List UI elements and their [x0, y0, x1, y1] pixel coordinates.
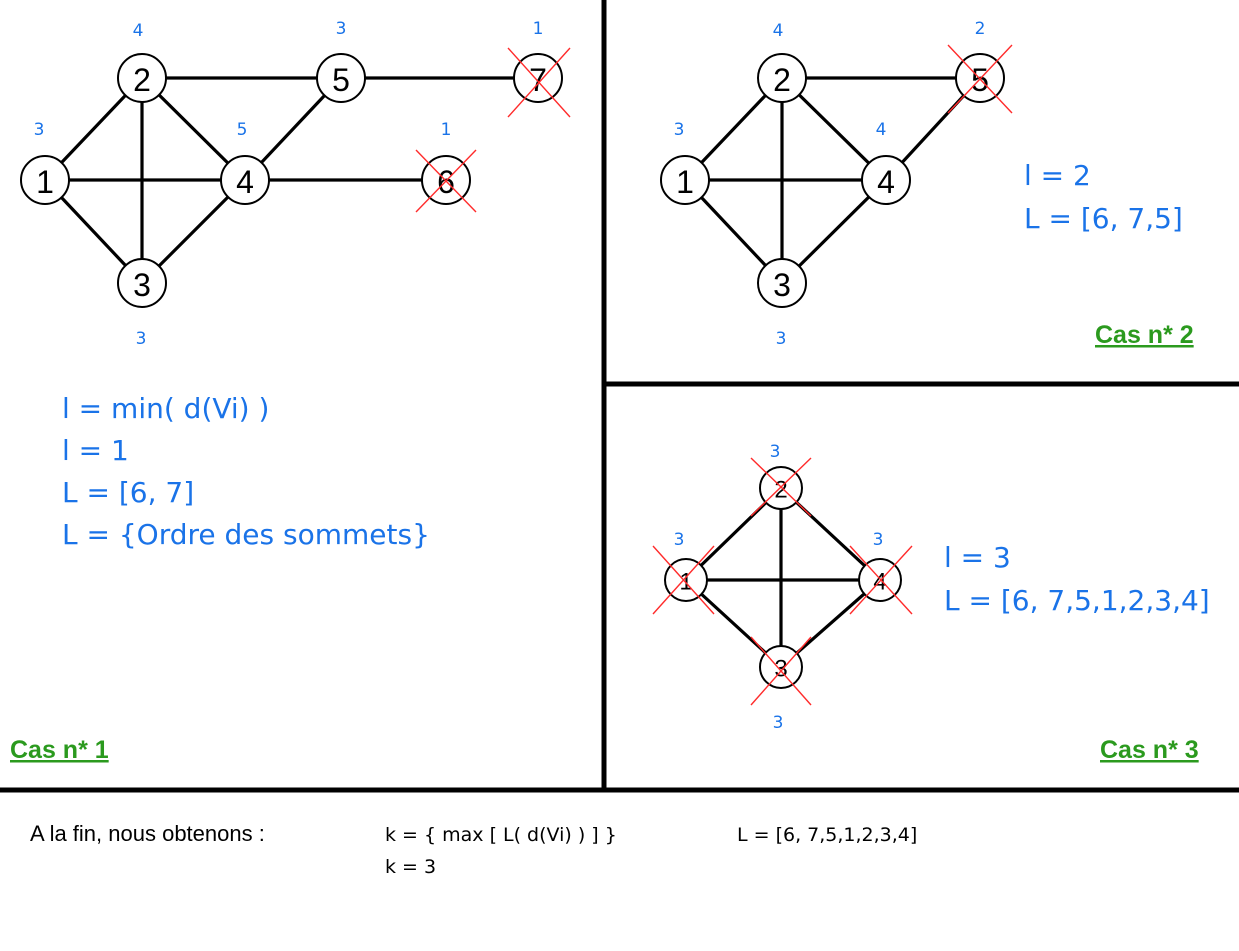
- degree-node-5: 3: [336, 19, 347, 39]
- node-4-label: 4: [236, 164, 254, 200]
- p3-node-3-label: 3: [774, 656, 787, 683]
- case-1-label: Cas n* 1: [10, 736, 109, 764]
- p2-node-4: 4: [861, 155, 911, 205]
- p3-cross-node-2: [750, 457, 812, 517]
- degree-node-4: 5: [237, 120, 248, 140]
- p2-node-2-label: 2: [773, 62, 791, 98]
- node-5-label: 5: [332, 62, 350, 98]
- panel-2-line-2: L = [6, 7,5]: [1024, 202, 1183, 235]
- p2-node-4-label: 4: [877, 164, 895, 200]
- panel-1-line-4: L = {Ordre des sommets}: [62, 518, 430, 551]
- node-1: 1: [20, 155, 70, 205]
- degree-node-3: 3: [136, 329, 147, 349]
- node-3: 3: [117, 258, 167, 308]
- footer-k-formula: k = { max [ L( d(Vi) ) ] }: [385, 824, 617, 846]
- p2-node-3-label: 3: [773, 267, 791, 303]
- degree-node-6: 1: [441, 120, 452, 140]
- p2-cross-node-5: [947, 44, 1013, 114]
- panel-3-annotations: l = 3 L = [6, 7,5,1,2,3,4]: [944, 541, 1210, 617]
- panel-2-graph: 1 2 3 4 5 4 2 3 4 3: [660, 19, 1013, 349]
- panel-1-graph: 1 2 3 4 5 6 7 4 3 1 3 5 1 3: [20, 19, 571, 349]
- panel-1-annotations: l = min( d(Vi) ) l = 1 L = [6, 7] L = {O…: [62, 392, 430, 551]
- p2-degree-node-2: 4: [773, 21, 784, 41]
- panel-1-line-3: L = [6, 7]: [62, 476, 194, 509]
- p3-degree-node-2: 3: [770, 442, 781, 462]
- node-2-label: 2: [133, 62, 151, 98]
- panel-2-line-1: l = 2: [1024, 159, 1091, 192]
- p3-node-3: 3: [759, 645, 803, 689]
- p2-node-2: 2: [757, 53, 807, 103]
- p2-degree-node-1: 3: [674, 120, 685, 140]
- footer: A la fin, nous obtenons : k = { max [ L(…: [30, 821, 917, 878]
- panel-3-graph: 1 2 3 4 3 3 3 3: [652, 442, 913, 733]
- p3-node-1: 1: [664, 558, 708, 602]
- degree-node-7: 1: [533, 19, 544, 39]
- panel-1-line-1: l = min( d(Vi) ): [62, 392, 269, 425]
- case-2-label: Cas n* 2: [1095, 321, 1194, 349]
- node-4: 4: [220, 155, 270, 205]
- footer-k-value: k = 3: [385, 856, 436, 878]
- p3-cross-node-3: [750, 636, 812, 706]
- panel-3-line-1: l = 3: [944, 541, 1011, 574]
- degree-node-2: 4: [133, 21, 144, 41]
- panel-2-annotations: l = 2 L = [6, 7,5]: [1024, 159, 1183, 235]
- panel-1-line-2: l = 1: [62, 434, 129, 467]
- footer-intro: A la fin, nous obtenons :: [30, 821, 265, 846]
- p2-node-1: 1: [660, 155, 710, 205]
- panel-3-line-2: L = [6, 7,5,1,2,3,4]: [944, 584, 1210, 617]
- node-1-label: 1: [36, 164, 54, 200]
- cross-node-6: [415, 149, 477, 213]
- p2-degree-node-4: 4: [876, 120, 887, 140]
- p3-degree-node-1: 3: [674, 530, 685, 550]
- node-2: 2: [117, 53, 167, 103]
- degree-node-1: 3: [34, 120, 45, 140]
- p3-node-2-label: 2: [774, 477, 787, 504]
- footer-L-final: L = [6, 7,5,1,2,3,4]: [737, 824, 917, 846]
- cross-node-7: [507, 47, 571, 118]
- node-7-label: 7: [529, 62, 547, 98]
- p2-degree-node-5: 2: [975, 19, 986, 39]
- p3-cross-node-1: [652, 545, 715, 615]
- p3-cross-node-4: [849, 545, 913, 615]
- case-3-label: Cas n* 3: [1100, 736, 1199, 764]
- p3-edge-1-2: [684, 486, 783, 582]
- p2-degree-node-3: 3: [776, 329, 787, 349]
- p2-node-3: 3: [757, 258, 807, 308]
- node-5: 5: [316, 53, 366, 103]
- node-3-label: 3: [133, 267, 151, 303]
- p2-node-1-label: 1: [676, 164, 694, 200]
- node-7: 7: [513, 53, 563, 103]
- p3-degree-node-4: 3: [873, 530, 884, 550]
- p3-degree-node-3: 3: [773, 713, 784, 733]
